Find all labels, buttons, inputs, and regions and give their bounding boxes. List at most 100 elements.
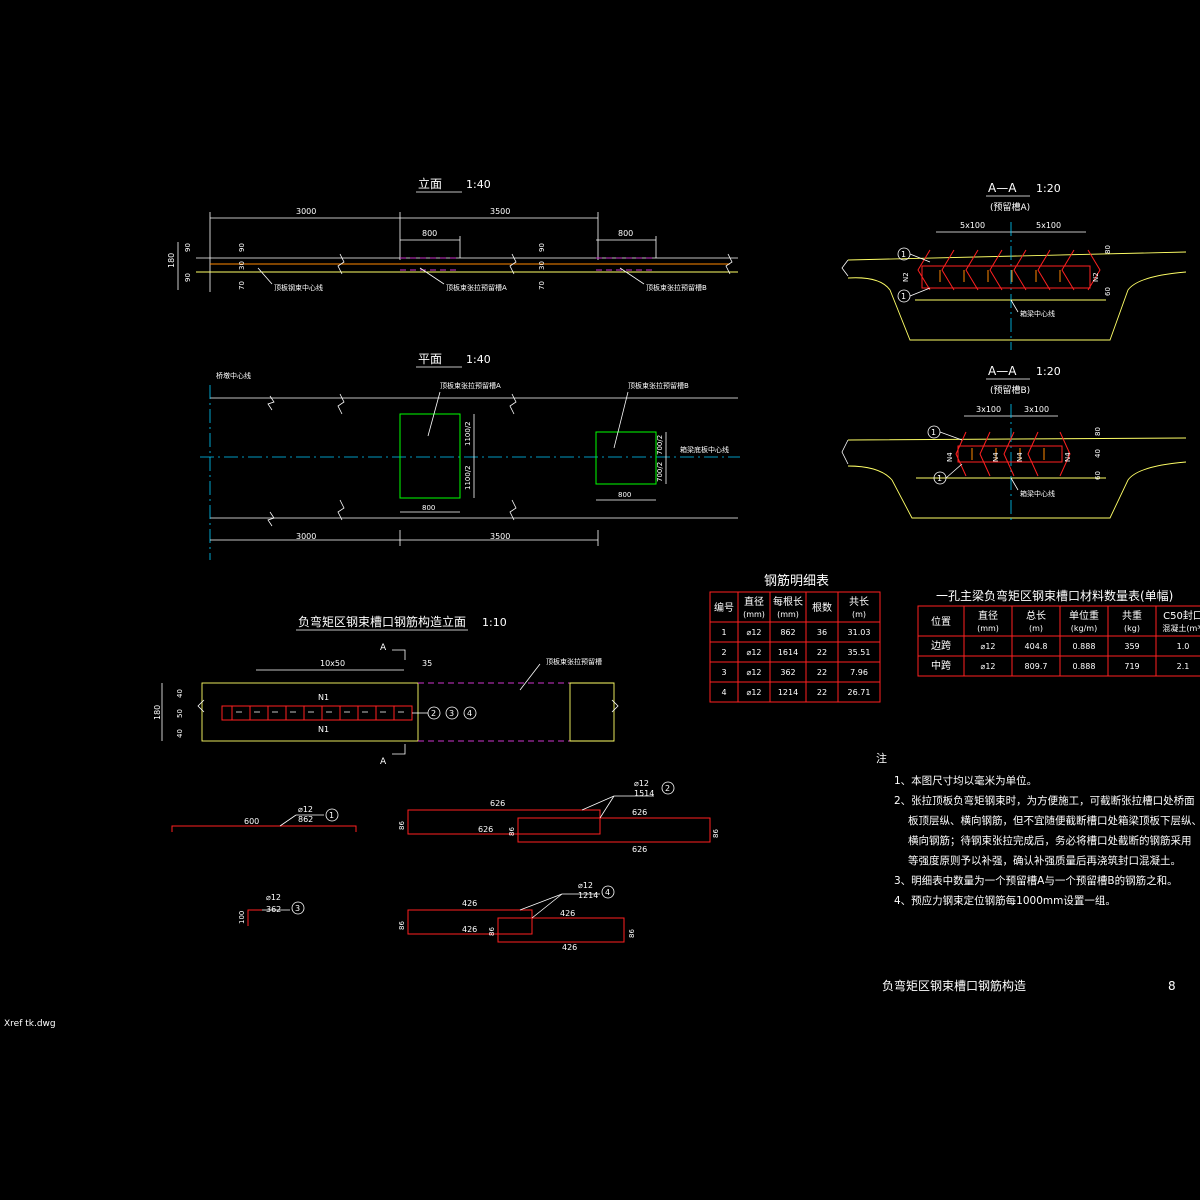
plan-label-pier: 桥墩中心线 [216, 371, 251, 380]
bar1-marker-text: 1 [329, 811, 334, 820]
section-a-title: A—A [988, 181, 1017, 195]
bar2-seg-a: 626 [490, 799, 505, 808]
elevation-label-slotA: 顶板束张拉预留槽A [446, 283, 507, 292]
section-b-ties [971, 448, 1045, 460]
elevation-dim-90c: 90 [238, 243, 246, 252]
section-b-break-left [841, 439, 849, 465]
elevation-dim-3500: 3500 [490, 207, 510, 216]
elevation-break-2 [509, 253, 517, 275]
section-b-bar-n4b: N4 [992, 452, 1000, 462]
material-table-cell: 719 [1124, 662, 1139, 671]
rebar-table-cell: 1 [721, 628, 726, 637]
rebar-table-cell: 1214 [778, 688, 798, 697]
rebar-table-cell: 7.96 [850, 668, 868, 677]
detail-dim-35: 35 [422, 659, 432, 668]
material-table-header-cell: 位置 [931, 615, 951, 628]
section-b-leader-2 [945, 463, 963, 479]
elevation-view: 立面 1:40 3000 3500 800 800 180 90 90 90 3… [167, 176, 738, 292]
material-table-grid: 位置直径(mm)总长(m)单位重(kg/m)共重(kg)C50封口混凝土(m³)… [917, 605, 1200, 677]
detail-marker-3 [445, 706, 459, 720]
bar1-seg: 600 [244, 817, 259, 826]
elevation-label-tendon: 顶板钢束中心线 [274, 283, 323, 292]
material-table-header-cell: (kg/m) [1071, 624, 1097, 633]
plan-title: 平面 [418, 352, 442, 366]
section-a-ties [939, 270, 1061, 282]
section-a-outline [847, 251, 1187, 341]
rebar-table-cell: 35.51 [848, 648, 871, 657]
section-b-outline [847, 437, 1187, 519]
section-a-scale: 1:20 [1036, 182, 1061, 195]
material-table-cell: ⌀12 [981, 642, 996, 651]
elevation-title: 立面 [418, 176, 442, 191]
rebar-table-cell: 31.03 [848, 628, 871, 637]
elevation-leader-3 [619, 267, 645, 285]
bar4-len: 1214 [578, 891, 598, 900]
detail-marker-3-text: 3 [449, 709, 454, 718]
detail-title: 负弯矩区钢束槽口钢筋构造立面 [298, 614, 466, 629]
material-table-cell: ⌀12 [981, 662, 996, 671]
bar3-shape [247, 909, 262, 926]
section-b-label-center: 箱梁中心线 [1020, 489, 1055, 498]
section-a-dim-60: 60 [1104, 287, 1112, 296]
bar1-shape [171, 825, 357, 832]
bar2-hook-b: 86 [508, 827, 516, 836]
section-a-dim-80: 80 [1104, 245, 1112, 254]
note-line-2: 2、张拉顶板负弯矩钢束时，为方便施工，可截断张拉槽口处桥面 [894, 794, 1195, 807]
note-line-1: 1、本图尺寸均以毫米为单位。 [894, 774, 1037, 787]
bar4-hook-a: 86 [398, 921, 406, 930]
bar2-hook-c: 86 [712, 829, 720, 838]
material-table-header-cell: 混凝土(m³) [1162, 623, 1200, 633]
bar4-marker [601, 885, 615, 899]
plan-dim-3500: 3500 [490, 532, 510, 541]
bar4-seg-c: 426 [560, 909, 575, 918]
section-b-marker-1-text: 1 [931, 428, 936, 437]
bar3-seg: 100 [238, 911, 246, 924]
bar4-marker-text: 4 [605, 888, 610, 897]
section-b-bar-n4c: N4 [1016, 452, 1024, 462]
bar3-len: 362 [266, 905, 281, 914]
rebar-table-cell: 3 [721, 668, 726, 677]
section-a-rebars [917, 249, 1101, 291]
plan-dim-700a: 700/2 [656, 435, 664, 455]
section-a-marker-2-text: 1 [901, 292, 906, 301]
section-b-marker-2-text: 1 [937, 474, 942, 483]
plan-slotA-rect [399, 413, 461, 499]
material-table-header-cell: C50封口 [1163, 609, 1200, 622]
section-b-dim-40: 40 [1094, 449, 1102, 458]
material-table-header-cell: (m) [1029, 624, 1043, 633]
bar3-dia: ⌀12 [266, 893, 281, 902]
note-line-3: 板顶层纵、横向钢筋，但不宜随便截断槽口处箱梁顶板下层纵、 [908, 814, 1200, 827]
elevation-dim-70a: 70 [238, 281, 246, 290]
note-line-4: 横向钢筋；待钢束张拉完成后，务必将槽口处截断的钢筋采用 [908, 834, 1192, 847]
elevation-break-1 [337, 253, 345, 275]
plan-dim-800a: 800 [422, 504, 435, 512]
plan-breaks [267, 393, 517, 527]
rebar-table-header-cell: 根数 [812, 601, 832, 614]
material-table-header-cell: (kg) [1124, 624, 1140, 633]
drawing-title: 负弯矩区钢束槽口钢筋构造 [882, 978, 1026, 993]
notes-heading: 注 [876, 751, 887, 765]
detail-dim-50: 50 [176, 709, 184, 718]
rebar-table-border [709, 591, 881, 703]
detail-break-right [611, 699, 619, 713]
section-b-bar-n4d: N4 [1064, 452, 1072, 462]
note-line-5: 等强度原则予以补强，确认补强质量后再浇筑封口混凝土。 [908, 854, 1181, 867]
bar1-len: 862 [298, 815, 313, 824]
section-a-slot [921, 265, 1091, 289]
section-a-break-left [841, 259, 849, 277]
section-a-marker-1-text: 1 [901, 250, 906, 259]
material-table-title: 一孔主梁负弯矩区钢束槽口材料数量表(单幅) [936, 588, 1173, 603]
rebar-table-cell: ⌀12 [747, 688, 762, 697]
rebar-table-cell: 4 [721, 688, 726, 697]
rebar-table-cell: 22 [817, 668, 827, 677]
section-a-label-center: 箱梁中心线 [1020, 309, 1055, 318]
section-b-subtitle: (预留槽B) [990, 384, 1030, 396]
elevation-leader-2 [419, 267, 445, 285]
section-a-subtitle: (预留槽A) [990, 201, 1030, 213]
bar2-leader-b [599, 795, 615, 819]
detail-marker-2-text: 2 [431, 709, 436, 718]
elevation-dim-70b: 70 [538, 281, 546, 290]
plan-label-slotB: 顶板束张拉预留槽B [628, 381, 689, 390]
detail-dim-180: 180 [153, 705, 162, 720]
section-a-dim-5x100b: 5x100 [1036, 221, 1061, 230]
